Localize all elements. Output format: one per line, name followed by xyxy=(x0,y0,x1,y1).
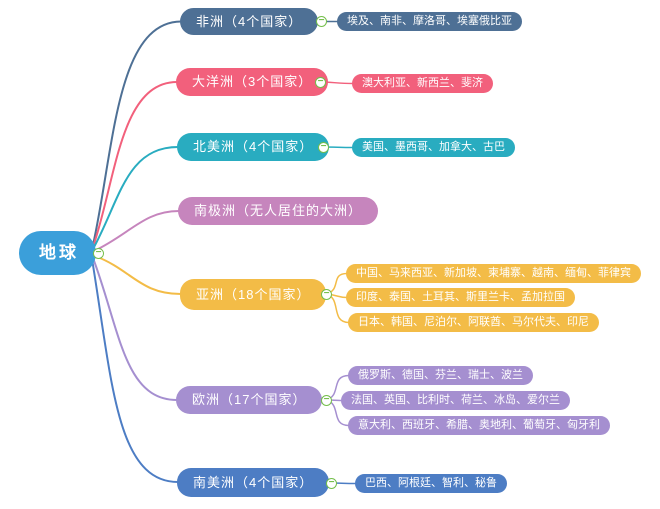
child-node-oceania-countries[interactable]: 澳大利亚、新西兰、斐济 xyxy=(352,74,493,93)
collapse-icon-north-america[interactable]: − xyxy=(318,142,329,153)
edge-root-samerica xyxy=(91,258,179,483)
child-node-europe-countries-1[interactable]: 俄罗斯、德国、芬兰、瑞士、波兰 xyxy=(348,366,533,385)
branch-node-south-america[interactable]: 南美洲（4个国家） xyxy=(177,468,330,497)
branch-node-oceania[interactable]: 大洋洲（3个国家） xyxy=(176,68,329,96)
edge-root-antarctica xyxy=(93,210,180,252)
edge-root-asia xyxy=(94,255,182,295)
child-node-europe-countries-2[interactable]: 法国、英国、比利时、荷兰、冰岛、爱尔兰 xyxy=(341,391,570,410)
child-node-south-america-countries[interactable]: 巴西、阿根廷、智利、秘鲁 xyxy=(355,474,507,493)
child-node-africa-countries[interactable]: 埃及、南非、摩洛哥、埃塞俄比亚 xyxy=(337,12,522,31)
collapse-icon-asia[interactable]: − xyxy=(321,289,332,300)
collapse-icon-oceania[interactable]: − xyxy=(315,77,326,88)
child-node-north-america-countries[interactable]: 美国、墨西哥、加拿大、古巴 xyxy=(352,138,515,157)
edge-root-europe xyxy=(92,257,178,401)
child-node-asia-countries-2[interactable]: 印度、泰国、土耳其、斯里兰卡、孟加拉国 xyxy=(346,288,575,307)
branch-node-north-america[interactable]: 北美洲（4个国家） xyxy=(177,133,330,161)
edge-root-oceania xyxy=(92,81,178,248)
collapse-icon-africa[interactable]: − xyxy=(316,16,327,27)
branch-node-antarctica[interactable]: 南极洲（无人居住的大洲） xyxy=(178,197,379,225)
collapse-icon-europe[interactable]: − xyxy=(321,395,332,406)
branch-node-asia[interactable]: 亚洲（18个国家） xyxy=(180,279,327,310)
child-node-asia-countries-1[interactable]: 中国、马来西亚、新加坡、柬埔寨、越南、缅甸、菲律宾 xyxy=(346,264,641,283)
root-node-earth[interactable]: 地球 xyxy=(19,231,96,275)
branch-node-europe[interactable]: 欧洲（17个国家） xyxy=(176,386,323,414)
child-node-asia-countries-3[interactable]: 日本、韩国、尼泊尔、阿联酋、马尔代夫、印尼 xyxy=(348,313,599,332)
child-node-europe-countries-3[interactable]: 意大利、西班牙、希腊、奥地利、葡萄牙、匈牙利 xyxy=(348,416,610,435)
collapse-icon-root[interactable]: − xyxy=(93,248,104,259)
branch-node-africa[interactable]: 非洲（4个国家） xyxy=(180,8,319,35)
collapse-icon-south-america[interactable]: − xyxy=(326,478,337,489)
edge-root-namerica xyxy=(92,146,179,250)
edge-root-africa xyxy=(92,20,182,246)
